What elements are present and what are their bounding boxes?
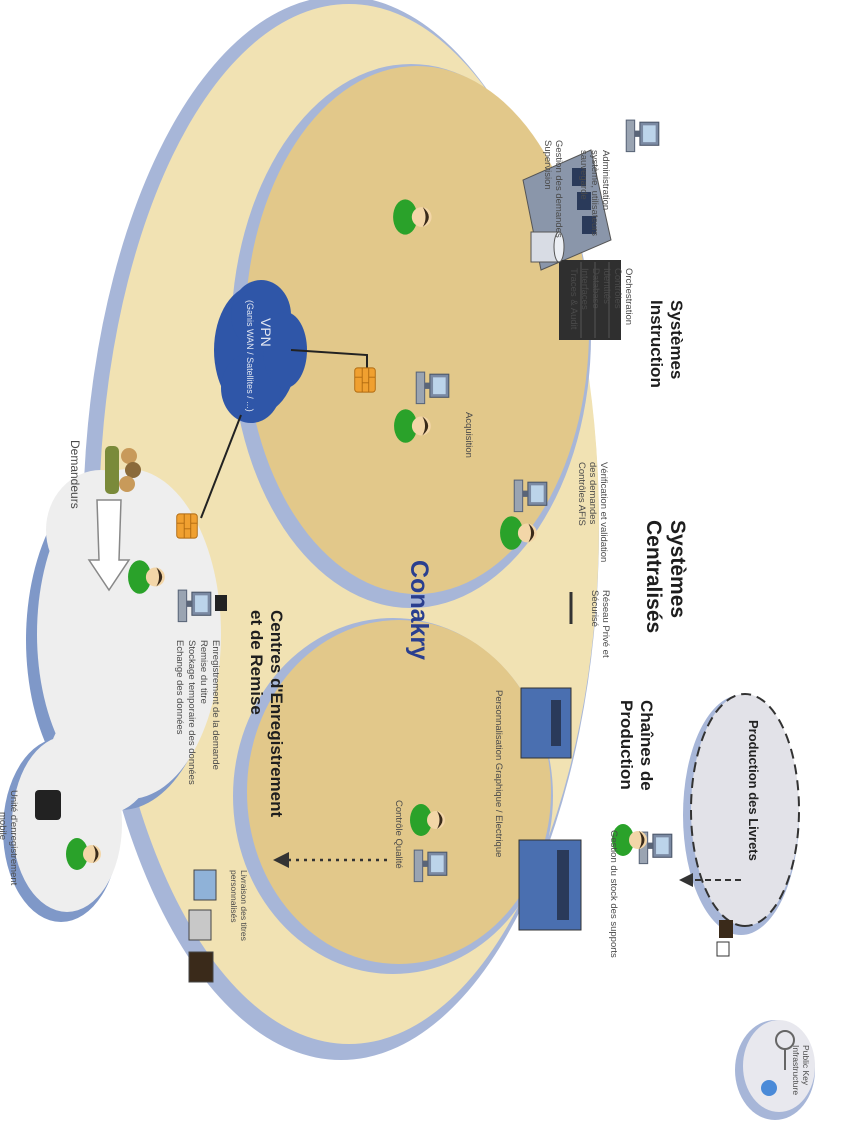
electric-encoder-icon	[518, 839, 582, 931]
servers-label: Orchestration Contrôles Identités Databa…	[568, 268, 634, 330]
booklet-production-zone	[683, 693, 800, 935]
pki-cloud	[735, 1020, 815, 1120]
city-label: Conakry	[405, 560, 433, 660]
booklet-production-label: Production des Livrets	[746, 720, 761, 861]
camera-icon	[215, 595, 227, 611]
centralized-title: Systèmes Centralisés	[642, 520, 689, 633]
globe-icon	[761, 1080, 777, 1096]
mobile-unit-cloud	[3, 736, 122, 922]
database-icon	[530, 231, 565, 263]
applicants-label: Demandeurs	[68, 440, 82, 509]
admin-label: Administration système, utilisateurs sau…	[578, 150, 611, 239]
supervision-label: Gestion des demandes Supervision	[542, 140, 564, 240]
personalisation-label: Personnalisation Graphique / Electrique	[493, 690, 504, 857]
production-title: Chaînes de Production	[617, 700, 656, 795]
mobile-unit-label: Unité d'enregistrement mobile	[0, 790, 19, 888]
registration-title: Centres d'Enregistrement et de Remise	[247, 610, 286, 822]
key-icon	[775, 1030, 795, 1070]
mobile-case-icon	[35, 790, 61, 820]
stock-label: Gestion du stock des supports	[608, 830, 619, 958]
booklet-icon	[719, 920, 733, 938]
vpn-cloud	[214, 280, 307, 423]
registration-items: Enregistrement de la demande Remise du t…	[174, 640, 221, 787]
firewall-icon	[176, 513, 198, 539]
vpn-link-registration	[200, 414, 242, 519]
delivery-label: Livraison des titres personnalisés	[229, 870, 249, 943]
instruction-zone	[245, 66, 589, 594]
vpn-label: VPN (Ganis WAN / Satellites / ...)	[245, 300, 274, 412]
server-rack-icon	[559, 260, 621, 340]
admin-workstation-icon	[625, 119, 660, 153]
applicants-group-icon	[105, 446, 141, 494]
applicants-arrow-icon	[87, 499, 131, 592]
booklet-icon	[716, 941, 730, 957]
quality-label: Contrôle Qualité	[393, 800, 404, 869]
private-network-label: Réseau Privé et Sécurisé	[589, 590, 611, 660]
production-zone	[247, 620, 551, 964]
booklet-arrowhead-icon	[679, 873, 693, 887]
pki-label: Public Key Infrastructure	[791, 1045, 811, 1095]
delivered-documents-icon	[188, 869, 217, 983]
instruction-title: Systèmes Instruction	[647, 300, 686, 388]
firewall-icon	[354, 367, 376, 393]
delivery-arrowhead-icon	[273, 852, 289, 868]
graphic-printer-icon	[520, 687, 572, 759]
verification-label: Vérification et validation des demandes …	[576, 462, 609, 565]
acquisition-label: Acquisition	[463, 412, 474, 458]
